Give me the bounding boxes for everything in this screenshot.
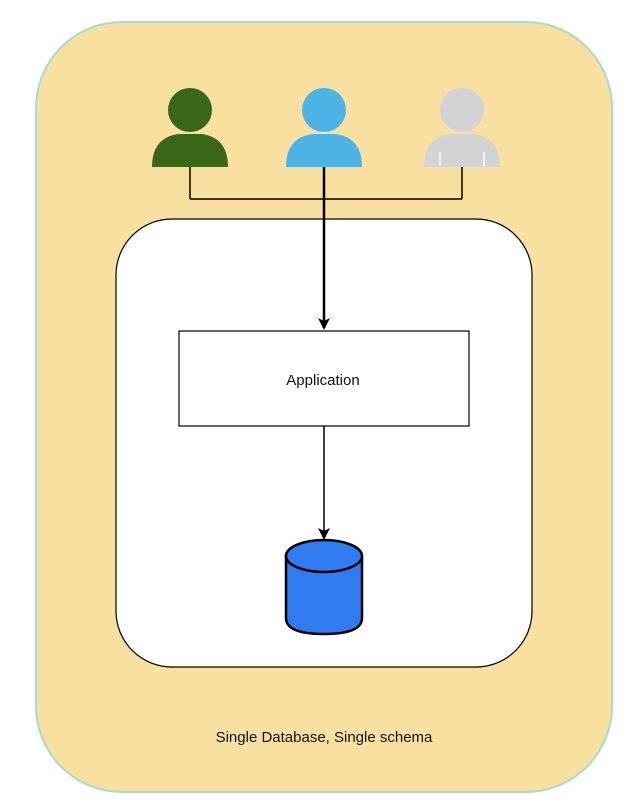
database-icon <box>284 538 364 636</box>
diagram-caption: Single Database, Single schema <box>216 729 433 746</box>
user-connector-lines <box>189 167 463 200</box>
user-icon-blue <box>286 88 362 167</box>
user-icon-gray <box>424 88 500 167</box>
application-label: Application <box>286 372 359 389</box>
user-icon-green <box>152 88 228 167</box>
